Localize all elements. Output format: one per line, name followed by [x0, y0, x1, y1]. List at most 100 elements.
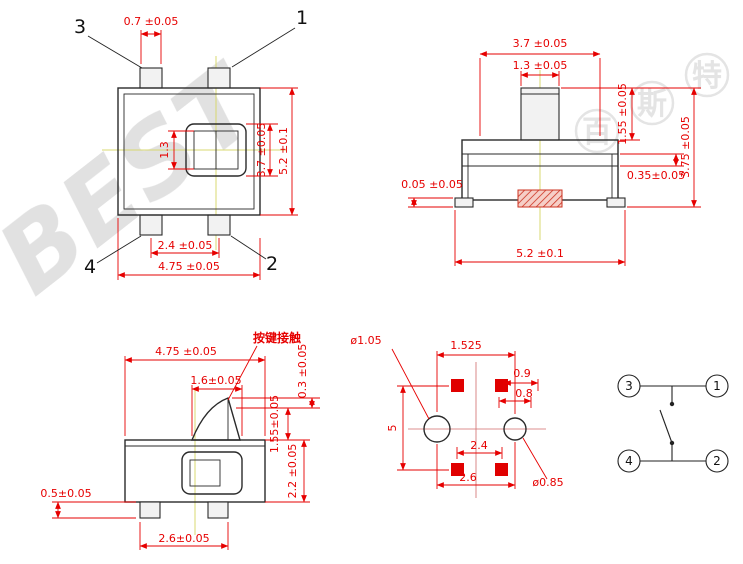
dim-button-text: 3.7 ±0.05	[255, 123, 268, 178]
dim-pin-height-text: 0.5±0.05	[40, 487, 91, 500]
dim-standoff: 0.05 ±0.05	[401, 178, 463, 208]
dim-body-width-text: 4.75 ±0.05	[158, 260, 220, 273]
foot-right	[606, 197, 626, 208]
contact-rubber-hatched	[517, 189, 563, 208]
dim-span-v: 5	[386, 385, 449, 471]
watermark: BEST 百 斯 特	[0, 42, 730, 317]
dim-pad-gap-text: 0.8	[515, 387, 533, 400]
dim-dome-width: 1.6±0.05	[190, 374, 243, 436]
dim-pin-width: 0.7 ±0.05	[124, 15, 179, 64]
dim-cover-thickness: 0.35±0.05	[620, 153, 685, 182]
dim-stem-height: 1.55 ±0.05	[561, 83, 640, 145]
schematic-terminal-1-text: 1	[713, 379, 721, 393]
foot-left	[454, 197, 474, 208]
dim-pin-pitch-front: 2.6±0.05	[139, 522, 229, 550]
actuator-front	[181, 451, 243, 495]
watermark-stamp-circle	[684, 52, 730, 98]
dim-body-height-front-text: 2.2 ±0.05	[286, 444, 299, 499]
watermark-stamp-circle	[574, 108, 620, 154]
dim-body-height-front: 2.2 ±0.05	[265, 439, 310, 503]
dim-base-width-text: 5.2 ±0.1	[516, 247, 564, 260]
terminal-4-text: 4	[84, 256, 96, 278]
terminal-3-text: 3	[74, 16, 86, 38]
dim-pad-w-text: 0.9	[513, 367, 531, 380]
dim-base-width: 5.2 ±0.1	[454, 210, 626, 266]
dim-offset-text: 1.525	[450, 339, 482, 352]
dim-button: 3.7 ±0.05	[246, 123, 278, 178]
stem	[520, 87, 560, 141]
schematic-terminal-4	[617, 449, 641, 473]
dim-body-height-text: 5.2 ±0.1	[277, 127, 290, 175]
front-view: 按键接触 4.75 ±0.05 1.6±0.05 0.3 ±0.05 1.55±…	[40, 330, 320, 550]
schematic-terminal-1	[705, 374, 729, 398]
dim-body-height: 5.2 ±0.1	[260, 87, 298, 216]
dim-body-width-front-text: 4.75 ±0.05	[155, 345, 217, 358]
dim-stem-height-text: 1.55 ±0.05	[616, 83, 629, 145]
dia-right-hole: ø0.85	[522, 437, 564, 489]
pin-4	[139, 214, 163, 236]
hole-left	[423, 415, 451, 443]
terminal-label-1: 1	[231, 7, 308, 68]
schematic-terminal-2-text: 2	[713, 454, 721, 468]
footprint-view: ø1.05 1.525 0.9 0.8 5	[350, 334, 564, 498]
schematic-terminal-2	[705, 449, 729, 473]
dim-total-height: 3.75 ±0.05	[627, 87, 701, 208]
watermark-char: 百	[582, 115, 612, 150]
watermark-stamp: 百 斯 特	[574, 52, 730, 154]
actuator-front-window	[189, 459, 221, 487]
dim-slot-text: 1.3	[158, 141, 171, 159]
pin-front-right	[207, 501, 229, 519]
dia-left-hole-text: ø1.05	[350, 334, 381, 347]
dim-pin-pitch-text: 2.4 ±0.05	[158, 239, 213, 252]
pin-1	[207, 67, 231, 89]
pin-3	[139, 67, 163, 89]
schematic-view: 3 1 4 2	[617, 374, 729, 473]
schematic-terminal-3	[617, 374, 641, 398]
dim-slot: 1.3	[158, 130, 194, 170]
pin-2	[207, 214, 231, 236]
dim-pin-width-text: 0.7 ±0.05	[124, 15, 179, 28]
side-view: 3.7 ±0.05 1.3 ±0.05 1.55 ±0.05 3.75 ±0.0…	[401, 37, 701, 266]
switch-body-inner	[123, 93, 255, 210]
dim-body-width: 4.75 ±0.05	[117, 218, 261, 280]
terminal-label-2: 2	[230, 235, 278, 275]
dim-pin-pitch: 2.4 ±0.05	[150, 238, 220, 258]
dim-hole-pitch: 2.6	[436, 442, 516, 489]
dim-total-height-text: 3.75 ±0.05	[679, 116, 692, 178]
dim-pad-w: 0.9	[503, 367, 539, 391]
contact-dot	[669, 401, 675, 407]
terminal-1-text: 1	[296, 7, 308, 29]
smt-pad	[495, 379, 508, 392]
dim-hole-pitch-text: 2.6	[459, 471, 477, 484]
dim-pin-pitch-front-text: 2.6±0.05	[158, 532, 209, 545]
smt-pad	[451, 379, 464, 392]
dia-right-hole-text: ø0.85	[532, 476, 563, 489]
actuator-button	[185, 123, 247, 177]
terminal-label-3: 3	[74, 16, 143, 69]
watermark-char: 特	[692, 59, 722, 94]
pin-front-left	[139, 501, 161, 519]
dim-stem-width: 1.3 ±0.05	[513, 59, 568, 86]
smt-pad	[495, 463, 508, 476]
hole-right	[503, 417, 527, 441]
contact-note-text: 按键接触	[253, 330, 301, 345]
dim-pad-pitch: 2.4	[456, 439, 503, 459]
dim-standoff-text: 0.05 ±0.05	[401, 178, 463, 191]
switch-arm	[659, 409, 673, 444]
contact-dome	[190, 397, 241, 441]
dim-pad-pitch-text: 2.4	[470, 439, 488, 452]
dim-tip-height-text: 0.3 ±0.05	[296, 344, 309, 399]
dim-stem-width-text: 1.3 ±0.05	[513, 59, 568, 72]
smt-pad	[451, 463, 464, 476]
top-view: 0.7 ±0.05 1.3 3.7 ±0.05 5.2 ±0.1 2.4 ±0.…	[74, 7, 308, 280]
dim-top-width-text: 3.7 ±0.05	[513, 37, 568, 50]
dim-tip-height: 0.3 ±0.05	[232, 344, 320, 409]
dim-pad-gap: 0.8	[498, 387, 533, 408]
dim-top-width: 3.7 ±0.05	[479, 37, 601, 136]
dim-dome-width-text: 1.6±0.05	[190, 374, 241, 387]
dim-span-v-text: 5	[386, 425, 399, 432]
contact-dot	[669, 440, 675, 446]
switch-body	[117, 87, 261, 216]
